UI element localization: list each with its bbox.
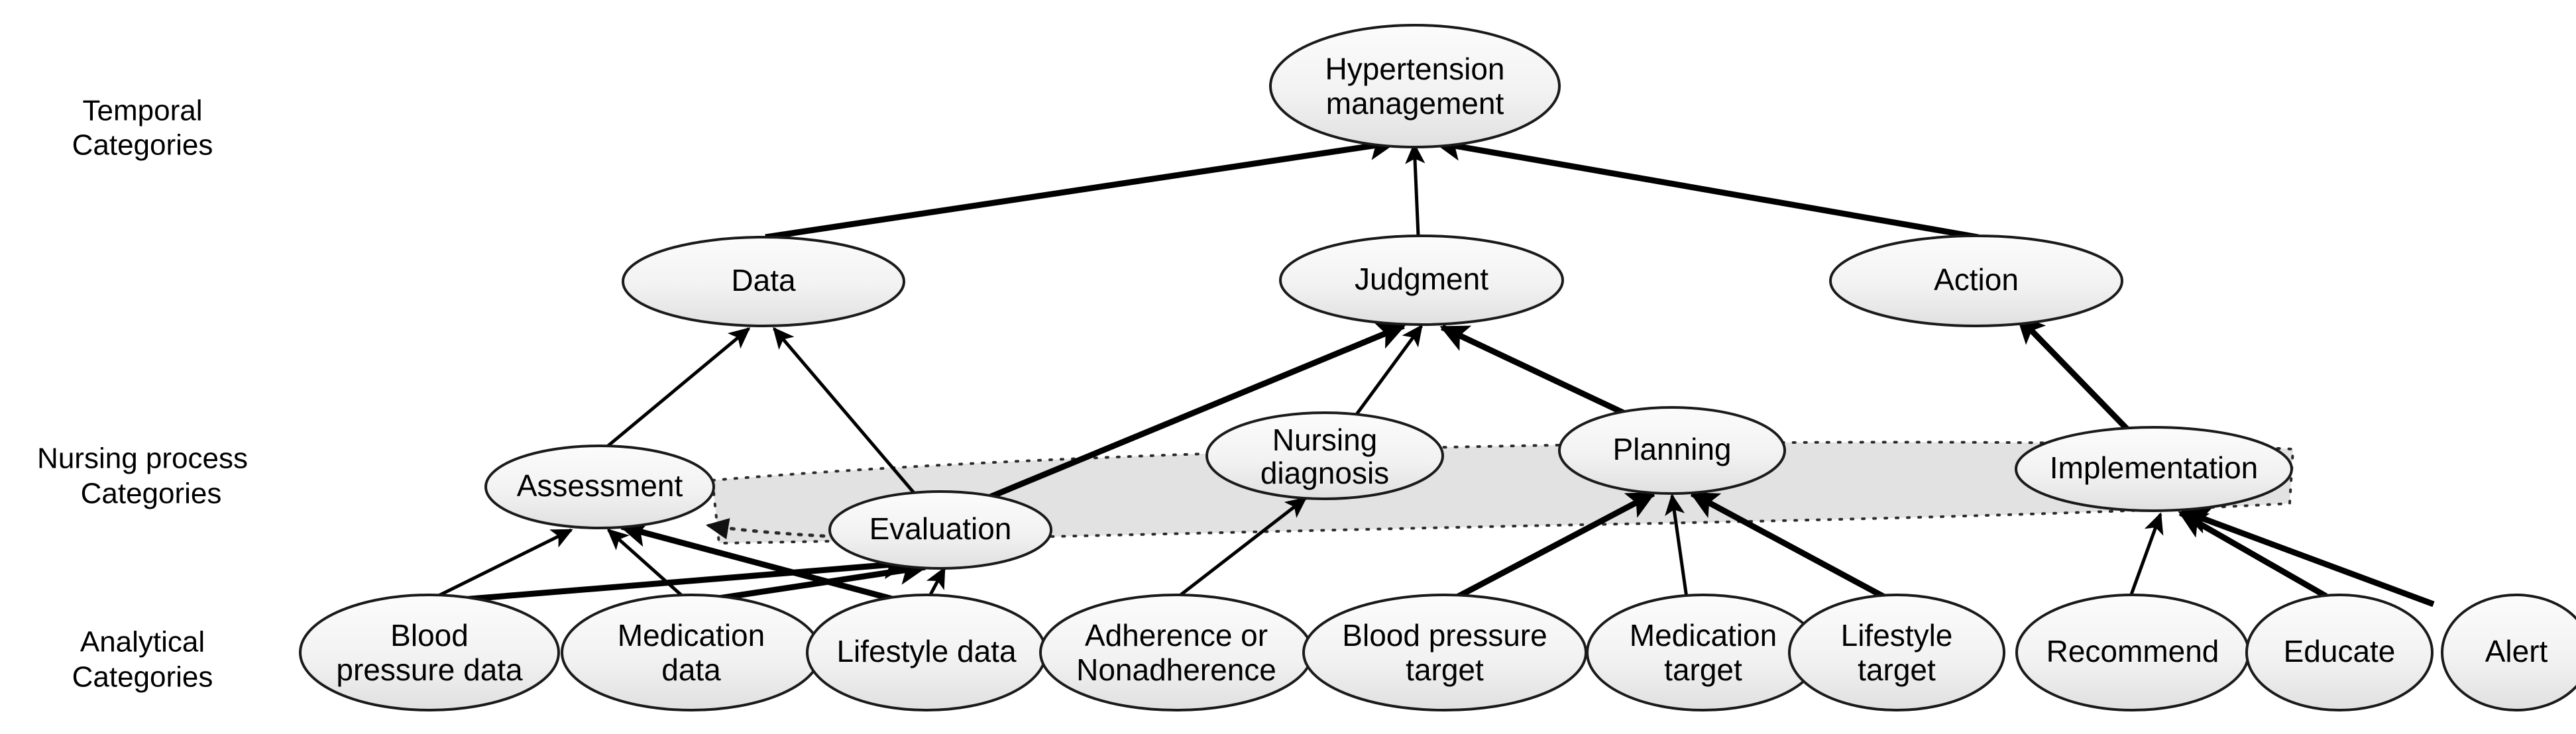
node-blood-pressure-data[interactable]: Blood pressure data: [299, 594, 560, 711]
node-alert-label: Alert: [2485, 634, 2548, 668]
node-adherence-or-nonadherence[interactable]: Adherence or Nonadherence: [1039, 594, 1314, 711]
nursing-process-band: [710, 441, 2295, 545]
node-lifestyle-data[interactable]: Lifestyle data: [806, 594, 1047, 711]
node-blood-pressure-target[interactable]: Blood pressure target: [1302, 594, 1587, 711]
node-alert[interactable]: Alert: [2441, 594, 2576, 711]
edge-implementation-to-action: [2015, 314, 2130, 432]
node-medication-data-line2: data: [661, 653, 721, 687]
node-planning-label: Planning: [1612, 432, 1731, 466]
node-evaluation-label: Evaluation: [869, 511, 1012, 546]
node-medication-target-line1: Medication: [1630, 618, 1777, 653]
node-blood-pressure-data-shape[interactable]: [299, 594, 560, 711]
node-hypertension-management[interactable]: Hypertension management: [1269, 24, 1561, 148]
node-medication-target-line2: target: [1664, 653, 1742, 687]
row-label-analytical: Analytical Categories: [72, 626, 213, 694]
node-lifestyle-data-label: Lifestyle data: [836, 634, 1016, 668]
node-evaluation-shape[interactable]: [828, 490, 1052, 570]
row-label-nursing-line1: Nursing process: [37, 443, 248, 475]
node-educate[interactable]: Educate: [2245, 594, 2434, 711]
node-hypertension-management-line2: management: [1326, 86, 1504, 121]
node-educate-shape[interactable]: [2245, 594, 2434, 711]
node-adherence-or-nonadherence-line2: Nonadherence: [1076, 653, 1276, 687]
edge-planning-to-judgment: [1439, 324, 1632, 419]
row-label-analytical-line1: Analytical: [80, 626, 205, 658]
node-evaluation[interactable]: Evaluation: [828, 490, 1052, 570]
node-data-label: Data: [731, 263, 796, 297]
node-action-label: Action: [1934, 262, 2019, 297]
node-medication-data-line1: Medication: [618, 618, 765, 653]
node-lifestyle-target-line2: target: [1858, 653, 1936, 687]
node-medication-data[interactable]: Medication data: [561, 594, 822, 711]
edges-nursing-to-temporal: [605, 314, 2130, 507]
node-nursing-diagnosis-shape[interactable]: [1205, 411, 1444, 500]
edge-action-to-root: [1433, 132, 1979, 240]
node-recommend-label: Recommend: [2046, 634, 2219, 668]
node-hypertension-management-shape[interactable]: [1269, 24, 1561, 148]
node-lifestyle-target[interactable]: Lifestyle target: [1788, 594, 2005, 711]
node-nursing-diagnosis-line2: diagnosis: [1260, 456, 1389, 490]
edge-adherence-to-nursing-diagnosis: [1175, 497, 1308, 600]
node-action[interactable]: Action: [1829, 235, 2123, 327]
edge-alert-to-implementation: [2181, 507, 2435, 607]
edge-lifestyle-target-to-planning: [1689, 491, 1887, 600]
edge-lifestyle-data-to-assessment: [619, 519, 896, 603]
node-action-shape[interactable]: [1829, 235, 2123, 327]
node-adherence-or-nonadherence-line1: Adherence or: [1085, 618, 1268, 653]
node-blood-pressure-data-line1: Blood: [390, 618, 469, 653]
edge-judgment-to-root: [1405, 142, 1426, 236]
node-data-shape[interactable]: [622, 236, 905, 327]
node-lifestyle-target-line1: Lifestyle: [1841, 618, 1953, 653]
node-assessment-label: Assessment: [517, 468, 683, 503]
row-label-temporal-line2: Categories: [72, 129, 213, 162]
edge-evaluation-to-data: [773, 327, 916, 495]
node-implementation-shape[interactable]: [2015, 426, 2293, 512]
node-blood-pressure-target-line2: target: [1406, 653, 1484, 687]
edge-bp-target-to-planning: [1454, 491, 1656, 600]
edge-medication-target-to-planning: [1665, 494, 1689, 598]
node-assessment[interactable]: Assessment: [484, 445, 715, 529]
node-educate-label: Educate: [2284, 634, 2396, 668]
node-blood-pressure-data-line2: pressure data: [336, 653, 523, 687]
node-blood-pressure-target-line1: Blood pressure: [1342, 618, 1547, 653]
edge-medication-data-to-evaluation: [697, 557, 928, 605]
node-assessment-shape[interactable]: [484, 445, 715, 529]
node-medication-target[interactable]: Medication target: [1586, 594, 1820, 711]
edge-recommend-to-implementation: [2129, 512, 2164, 597]
edge-bp-data-to-assessment: [436, 528, 573, 598]
node-judgment-shape[interactable]: [1279, 235, 1564, 326]
node-nursing-diagnosis-line1: Nursing: [1272, 423, 1378, 457]
node-alert-shape[interactable]: [2441, 594, 2576, 711]
node-hypertension-management-line1: Hypertension: [1325, 52, 1504, 86]
row-label-nursing-line2: Categories: [81, 478, 222, 510]
edges-analytical-to-nursing: [436, 491, 2435, 607]
edges-temporal-to-root: [765, 132, 1979, 240]
row-label-analytical-line2: Categories: [72, 661, 213, 694]
node-lifestyle-target-shape[interactable]: [1788, 594, 2005, 711]
edge-evaluation-to-judgment: [973, 323, 1406, 507]
node-planning[interactable]: Planning: [1558, 406, 1786, 495]
node-recommend[interactable]: Recommend: [2015, 594, 2250, 711]
node-implementation[interactable]: Implementation: [2015, 426, 2293, 512]
row-label-temporal-line1: Temporal: [83, 95, 203, 127]
row-label-nursing-process: Nursing process Categories: [37, 443, 248, 510]
edge-assessment-to-data: [605, 327, 751, 448]
node-implementation-label: Implementation: [2050, 450, 2259, 485]
node-judgment[interactable]: Judgment: [1279, 235, 1564, 326]
node-data[interactable]: Data: [622, 236, 905, 327]
edge-bp-data-to-evaluation: [445, 551, 912, 604]
edge-nursing-diagnosis-to-judgment: [1353, 324, 1424, 417]
row-label-temporal: Temporal Categories: [72, 95, 213, 162]
feedback-arrow-evaluation-to-assessment: [705, 518, 837, 540]
edge-data-to-root: [765, 132, 1398, 240]
node-planning-shape[interactable]: [1558, 406, 1786, 495]
node-judgment-label: Judgment: [1355, 262, 1488, 296]
node-nursing-diagnosis[interactable]: Nursing diagnosis: [1205, 411, 1444, 500]
